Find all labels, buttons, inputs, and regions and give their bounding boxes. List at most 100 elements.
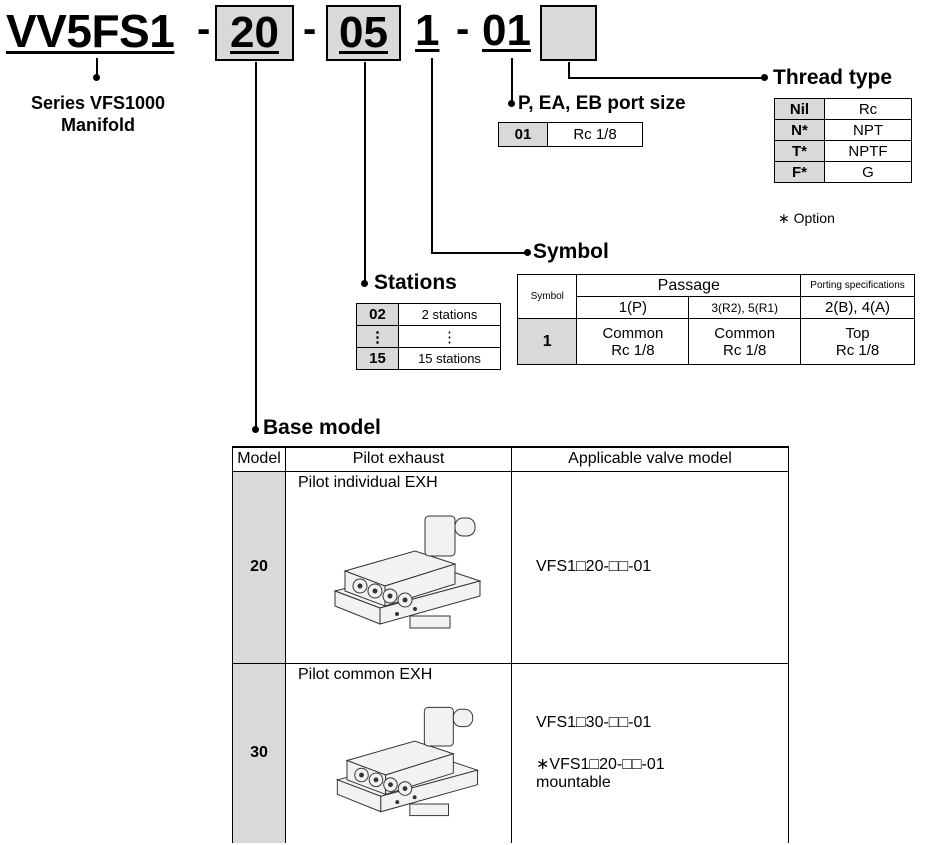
cell-line: Rc 1/8 bbox=[835, 341, 880, 359]
thread-value: Rc bbox=[824, 98, 912, 120]
stations-code: 15 bbox=[356, 347, 399, 370]
code-model-value: 20 bbox=[230, 8, 279, 57]
code-separator: - bbox=[197, 7, 211, 51]
symbol-code: 1 bbox=[516, 318, 578, 365]
passage-p-header: 1(P) bbox=[576, 296, 690, 319]
base-model-code: 30 bbox=[232, 662, 286, 843]
symbol-table: Symbol Passage Porting specifications 1(… bbox=[516, 274, 915, 365]
thread-code: N* bbox=[774, 119, 825, 141]
base-model-table: Model Pilot exhaust Applicable valve mod… bbox=[232, 446, 789, 843]
thread-value: NPT bbox=[824, 119, 912, 141]
leader-line bbox=[255, 62, 257, 430]
valve-cell: VFS1□20-□□-01 bbox=[511, 470, 789, 664]
code-port: 01 bbox=[482, 6, 531, 55]
porting-ba-header: 2(B), 4(A) bbox=[800, 296, 915, 319]
port-size-table: 01 Rc 1/8 bbox=[498, 122, 643, 147]
leader-dot bbox=[361, 280, 368, 287]
manifold-valve-image bbox=[335, 706, 479, 816]
table-row: Nil Rc bbox=[774, 98, 912, 120]
table-row: 30 Pilot common EXH bbox=[232, 662, 789, 843]
table-row: Model Pilot exhaust Applicable valve mod… bbox=[232, 446, 789, 472]
stations-table: 02 2 stations ⋮ ⋮ 15 15 stations bbox=[356, 303, 501, 370]
leader-dot bbox=[761, 74, 768, 81]
passage-header: Passage bbox=[576, 274, 802, 297]
leader-line bbox=[364, 62, 366, 284]
thread-value: G bbox=[824, 161, 912, 183]
table-row: 1(P) 3(R2), 5(R1) 2(B), 4(A) bbox=[518, 296, 915, 319]
porting-header: Porting specifications bbox=[800, 274, 915, 297]
code-separator: - bbox=[303, 7, 317, 51]
pilot-header: Pilot exhaust bbox=[285, 446, 512, 472]
base-model-code: 20 bbox=[232, 470, 286, 664]
table-row: Symbol Passage Porting specifications bbox=[516, 274, 915, 319]
code-stations-value: 05 bbox=[339, 8, 388, 57]
table-row: T* NPTF bbox=[774, 140, 912, 162]
model-header: Model bbox=[232, 446, 286, 472]
thread-type-heading: Thread type bbox=[773, 66, 893, 89]
valve-model: VFS1□30-□□-01 bbox=[536, 714, 652, 732]
stations-value: ⋮ bbox=[398, 325, 501, 348]
pilot-label: Pilot individual EXH bbox=[298, 473, 438, 491]
code-box-stations: 05 bbox=[326, 5, 401, 61]
port-size-heading: P, EA, EB port size bbox=[518, 93, 686, 114]
stations-code: ⋮ bbox=[356, 325, 399, 348]
leader-dot bbox=[508, 100, 515, 107]
symbol-heading: Symbol bbox=[533, 240, 609, 263]
thread-code: Nil bbox=[774, 98, 825, 120]
valve-note: mountable bbox=[536, 774, 611, 792]
leader-line bbox=[511, 70, 513, 104]
thread-option-note: ∗ Option bbox=[778, 210, 835, 226]
table-row: ⋮ ⋮ bbox=[356, 325, 501, 348]
table-row: N* NPT bbox=[774, 119, 912, 141]
manifold-valve-image bbox=[332, 515, 482, 628]
valve-model: VFS1□20-□□-01 bbox=[536, 558, 652, 575]
pilot-cell: Pilot individual EXH bbox=[285, 470, 512, 664]
table-row: F* G bbox=[774, 161, 912, 183]
leader-line bbox=[568, 77, 764, 79]
code-box-thread bbox=[540, 5, 597, 61]
series-line2: Manifold bbox=[61, 115, 135, 135]
stations-heading: Stations bbox=[374, 271, 457, 294]
passage-r-header: 3(R2), 5(R1) bbox=[688, 296, 802, 319]
code-box-model: 20 bbox=[215, 5, 294, 61]
thread-type-table: Nil Rc N* NPT T* NPTF F* G bbox=[774, 98, 912, 183]
stations-code: 02 bbox=[356, 303, 399, 326]
stations-value: 15 stations bbox=[398, 347, 501, 370]
code-separator: - bbox=[456, 7, 470, 51]
thread-value: NPTF bbox=[824, 140, 912, 162]
table-row: 20 Pilot individual EXH bbox=[232, 470, 789, 664]
table-row: 15 15 stations bbox=[356, 347, 501, 370]
leader-line bbox=[96, 58, 98, 78]
table-row: 01 Rc 1/8 bbox=[498, 122, 643, 147]
cell-line: Common bbox=[714, 324, 776, 342]
series-label: Series VFS1000 Manifold bbox=[6, 92, 190, 136]
series-line1: Series VFS1000 bbox=[30, 93, 166, 113]
leader-dot bbox=[524, 249, 531, 256]
cell-line: Rc 1/8 bbox=[611, 341, 655, 359]
leader-line bbox=[431, 252, 527, 254]
cell-line: Rc 1/8 bbox=[723, 341, 767, 359]
base-model-heading: Base model bbox=[263, 416, 381, 439]
stations-value: 2 stations bbox=[398, 303, 501, 326]
thread-code: F* bbox=[774, 161, 825, 183]
cell-line: Common bbox=[602, 324, 664, 342]
symbol-header: Symbol bbox=[516, 274, 578, 319]
valve-header: Applicable valve model bbox=[511, 446, 789, 472]
code-symbol: 1 bbox=[415, 6, 440, 55]
leader-line bbox=[511, 58, 513, 72]
pilot-cell: Pilot common EXH bbox=[285, 662, 512, 843]
thread-code: T* bbox=[774, 140, 825, 162]
valve-cell: VFS1□30-□□-01 ∗VFS1□20-□□-01 mountable bbox=[511, 662, 789, 843]
model-code-base: VV5FS1 bbox=[6, 5, 175, 57]
valve-note: ∗VFS1□20-□□-01 bbox=[536, 756, 665, 774]
pilot-label: Pilot common EXH bbox=[298, 665, 433, 683]
leader-dot bbox=[252, 426, 259, 433]
port-value: Rc 1/8 bbox=[547, 122, 643, 147]
leader-line bbox=[568, 62, 570, 78]
leader-line bbox=[431, 58, 433, 254]
cell-line: Top bbox=[845, 324, 870, 342]
